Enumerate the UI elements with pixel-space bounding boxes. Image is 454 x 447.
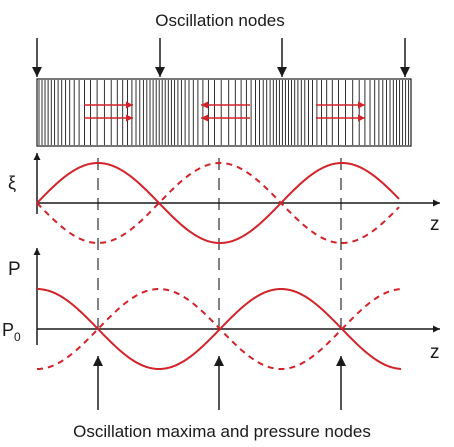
pressure-wave-dashed	[36, 287, 402, 371]
z-label-displacement: z	[430, 214, 440, 235]
displacement-axes: ξ z	[8, 153, 440, 235]
displacement-wave-solid	[36, 162, 400, 244]
xi-label: ξ	[8, 173, 16, 193]
particle-motion-arrows	[84, 101, 365, 122]
bottom-caption: Oscillation maxima and pressure nodes	[73, 422, 371, 441]
top-caption: Oscillation nodes	[155, 11, 284, 30]
air-column	[36, 78, 412, 147]
node-arrows	[32, 38, 410, 77]
p-label: P	[8, 259, 21, 280]
density-lines	[38, 80, 410, 145]
antinode-guides	[97, 158, 342, 330]
air-column-outline	[36, 78, 412, 147]
pressure-axes: P P0 z	[2, 248, 440, 363]
pressure-waves	[36, 287, 402, 371]
p0-subscript: 0	[14, 330, 21, 344]
displacement-waves	[36, 162, 400, 244]
displacement-wave-dashed	[36, 162, 400, 244]
z-label-pressure: z	[430, 342, 440, 363]
pressure-wave-solid	[36, 287, 402, 371]
p0-label: P0	[2, 320, 21, 344]
maxima-arrows	[93, 356, 346, 410]
